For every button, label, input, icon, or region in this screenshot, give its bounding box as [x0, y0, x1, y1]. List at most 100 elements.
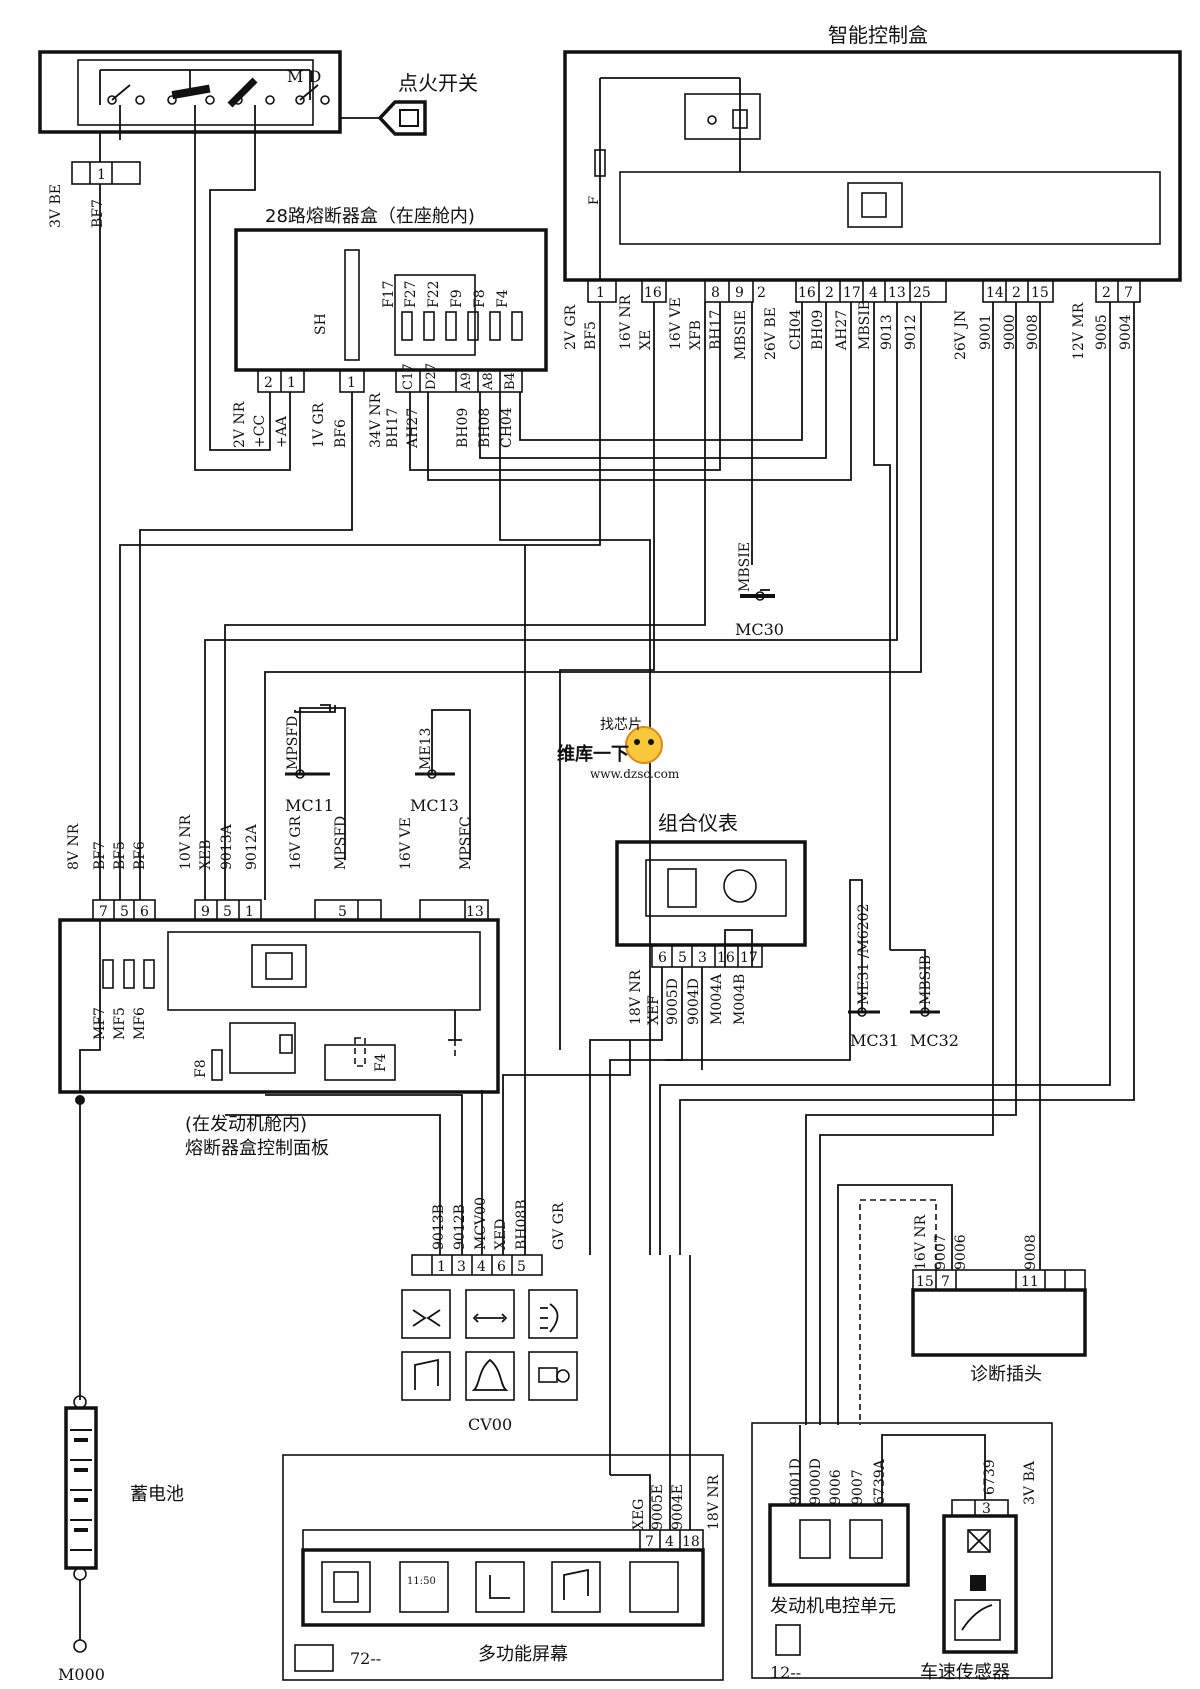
- ground-mc31: ME31 /M6202 MC31: [609, 879, 899, 1475]
- label-engine_panel-p7: 7: [99, 904, 108, 920]
- label-cluster-s18: 18V NR: [628, 969, 644, 1025]
- label-cluster-w9005d: 9005D: [665, 978, 681, 1025]
- label-smart_box_wires-cj3: 9008: [1025, 314, 1041, 350]
- label-components-ecu_code: 12--: [770, 1663, 801, 1682]
- engine-fuse-panel: 8V NR BF7 BF5 BF6 10V NR XEB 9013A 9012A…: [58, 814, 500, 1159]
- label-fuse28-bh17: BH17: [385, 408, 401, 448]
- label-grounds-mc31_label: ME31 /M6202: [856, 904, 872, 1006]
- label-smart_box_pins-p1: 1: [596, 285, 605, 301]
- label-fuse28-pA9: A9: [459, 372, 474, 391]
- label-fuse28-s2v: 2V NR: [232, 401, 248, 448]
- label-cluster-p17: 17: [740, 950, 758, 966]
- label-fuse28-pin1b: 1: [347, 375, 356, 391]
- label-engine_panel-p13: 13: [466, 904, 484, 920]
- label-cv00_conn-mcv00: MCV00: [473, 1197, 489, 1250]
- label-engine_panel-f4: F4: [373, 1053, 389, 1072]
- label-cluster-p16: 16: [717, 950, 735, 966]
- label-engine_panel-s16gr: 16V GR: [288, 815, 304, 870]
- label-smart_box_pins-p2d: 2: [1102, 285, 1111, 301]
- instrument-cluster: 组合仪表 6 5 3 16 17 18V NR XEF 9005D 9004D …: [589, 811, 807, 1255]
- fuse-box-28-title: 28路熔断器盒（在座舱内): [265, 206, 475, 227]
- watermark-logo: 找芯片 维库一下 www.dzsc.com: [557, 717, 680, 781]
- label-smart_box_pins-p17: 17: [843, 285, 861, 301]
- label-grounds-mc32: MC32: [910, 1031, 959, 1050]
- label-cv00_conn-w9013b: 9013B: [431, 1204, 447, 1250]
- label-engine_panel-p5: 5: [120, 904, 129, 920]
- label-cv00_conn-xed: XED: [493, 1219, 509, 1250]
- speed-sensor-title: 车速传感器: [920, 1662, 1010, 1683]
- label-smart_box_wires-c8: 16V VE: [668, 297, 684, 350]
- label-diag-p7: 7: [941, 1274, 950, 1290]
- label-engine_panel-p9: 9: [201, 904, 210, 920]
- label-smart_box_pins-p2: 2: [757, 285, 766, 301]
- label-diag-p11: 11: [1021, 1274, 1039, 1290]
- label-diag-s16: 16V NR: [913, 1214, 929, 1270]
- label-grounds-mc13: MC13: [410, 796, 459, 815]
- label-cv00_conn-p4: 4: [477, 1259, 486, 1275]
- label-smart_box_wires-c1w: BF5: [583, 321, 599, 350]
- label-fuse28-ah27: AH27: [405, 408, 421, 449]
- label-engine_panel-mf5: MF5: [112, 1007, 128, 1040]
- label-fuse28-pD27: D27: [424, 363, 439, 390]
- label-engine_panel-s16ve: 16V VE: [398, 817, 414, 870]
- label-smart_box_wires-c26: 26V BE: [763, 307, 779, 360]
- label-fuse28-f22: F22: [426, 280, 442, 308]
- label-diag-w9008: 9008: [1023, 1234, 1039, 1270]
- label-ignition_connector-pin: 1: [97, 167, 106, 183]
- label-cluster-p6: 6: [658, 950, 667, 966]
- label-screen-xeg: XEG: [631, 1499, 647, 1530]
- label-smart_box_pins-p16b: 16: [798, 285, 816, 301]
- diagnostic-plug-title: 诊断插头: [970, 1364, 1042, 1385]
- label-fuse28-bh09: BH09: [455, 408, 471, 448]
- label-engine_panel-f8: F8: [193, 1059, 209, 1078]
- label-fuse28-ch04: CH04: [499, 407, 515, 448]
- engine-ecu-title: 发动机电控单元: [770, 1596, 896, 1617]
- label-cv00_conn-p3: 3: [457, 1259, 466, 1275]
- label-ecu-p3: 3: [982, 1501, 991, 1517]
- label-components-watermark_url: www.dzsc.com: [590, 767, 680, 781]
- label-grounds-mc31: MC31: [850, 1031, 899, 1050]
- label-screen-w9005e: 9005E: [650, 1484, 666, 1530]
- ignition-connector: 1 3V BE BF7: [48, 105, 141, 228]
- label-screen-p7: 7: [645, 1534, 654, 1550]
- label-smart_box_pins-p25: 25: [913, 285, 931, 301]
- label-cv00_conn-p5: 5: [517, 1259, 526, 1275]
- engine-ecu-group: 9001D 9000D 9006 9007 6739A 6739 3V BA 发…: [751, 1422, 1053, 1683]
- label-grounds-mc13_label: ME13: [418, 728, 434, 770]
- ignition-switch-title: 点火开关: [398, 71, 478, 95]
- label-fuse28-s1v: 1V GR: [311, 402, 327, 448]
- ground-mc11: MPSFD MC11: [285, 704, 346, 860]
- diagnostic-plug: 16V NR 9007 9006 9008 15 7 11 诊断插头: [837, 1184, 1087, 1425]
- label-diag-w9007: 9007: [933, 1234, 949, 1270]
- label-smart_box_pins-p4: 4: [869, 285, 878, 301]
- label-smart_box_pins-fuse: F: [587, 196, 602, 205]
- label-engine_panel-bf6: BF6: [132, 841, 148, 870]
- label-cluster-m004a: M004A: [709, 973, 725, 1025]
- label-engine_panel-p1: 1: [245, 904, 254, 920]
- label-smart_box_wires-cm1: 9005: [1094, 314, 1110, 350]
- engine-panel-title-2: 熔断器盒控制面板: [185, 1138, 329, 1159]
- label-smart_box_wires-c8w: XFB: [688, 320, 704, 350]
- label-fuse28-cc: +CC: [252, 415, 268, 448]
- label-smart_box_wires-c12: 12V MR: [1071, 302, 1087, 360]
- label-smart_box_pins-p16a: 16: [644, 285, 662, 301]
- label-engine_panel-mpsfc: MPSFC: [458, 816, 474, 870]
- label-components-m000: M000: [58, 1665, 105, 1684]
- label-components-clock_text: 11:50: [407, 1576, 436, 1587]
- label-grounds-mc11_label: MPSFD: [285, 716, 301, 770]
- ground-mc13: ME13 MC13: [410, 709, 471, 860]
- label-fuse28-f27: F27: [403, 280, 419, 308]
- wire-harness: [99, 105, 1135, 1425]
- label-ecu-w9001d: 9001D: [788, 1458, 804, 1505]
- smart-control-box: 智能控制盒 F 1 16 8 9 2 16 2 17: [563, 23, 1182, 360]
- battery-title: 蓄电池: [130, 1484, 184, 1505]
- label-ecu-w9007: 9007: [850, 1469, 866, 1505]
- ignition-switch: M D 点火开关: [38, 50, 478, 136]
- label-engine_panel-w9013a: 9013A: [219, 823, 235, 870]
- smart-box-title: 智能控制盒: [828, 23, 928, 47]
- multifunction-screen-title: 多功能屏幕: [478, 1644, 568, 1665]
- label-smart_box_wires-cw1: CH04: [788, 309, 804, 350]
- label-cluster-m004b: M004B: [732, 974, 748, 1025]
- label-smart_box_wires-cj2: 9000: [1002, 314, 1018, 350]
